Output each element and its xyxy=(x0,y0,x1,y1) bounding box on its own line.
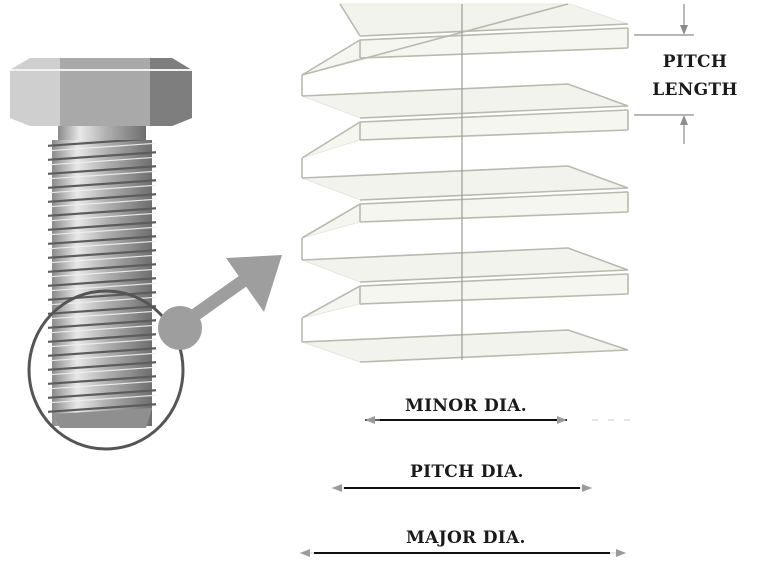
minor-dia-right-arrow-icon xyxy=(557,416,567,424)
pitch-dia-label: PITCH DIA. xyxy=(410,462,524,482)
pitch-length-dimension xyxy=(634,4,694,144)
magnifier-circle xyxy=(27,289,185,451)
pitch-length-label: PITCH LENGTH xyxy=(640,48,750,104)
bolt-tip xyxy=(52,408,152,428)
bolt-shank xyxy=(58,126,146,142)
bolt-thread-ridges xyxy=(48,140,156,413)
thread-closeup xyxy=(301,3,629,363)
major-dia-dimension xyxy=(300,549,626,557)
bolt-illustration xyxy=(10,58,192,451)
pitch-length-label-line1: PITCH xyxy=(662,52,728,72)
thread-flank-hatching xyxy=(301,3,629,363)
pitch-dia-left-arrow-icon xyxy=(332,484,342,492)
thread-root-lines xyxy=(339,3,629,363)
minor-dia-dimension xyxy=(365,416,630,424)
minor-dia-left-arrow-icon xyxy=(365,416,375,424)
pitch-dia-right-arrow-icon xyxy=(582,484,592,492)
pitch-length-label-line2: LENGTH xyxy=(652,80,738,100)
pitch-dia-dimension xyxy=(332,484,592,492)
arrow-head-icon xyxy=(226,255,282,312)
pointer-arrow xyxy=(158,255,282,350)
major-dia-left-arrow-icon xyxy=(300,549,310,557)
major-dia-label: MAJOR DIA. xyxy=(406,528,526,548)
major-dia-right-arrow-icon xyxy=(616,549,626,557)
minor-dia-label: MINOR DIA. xyxy=(405,396,527,416)
bolt-head xyxy=(10,58,192,126)
